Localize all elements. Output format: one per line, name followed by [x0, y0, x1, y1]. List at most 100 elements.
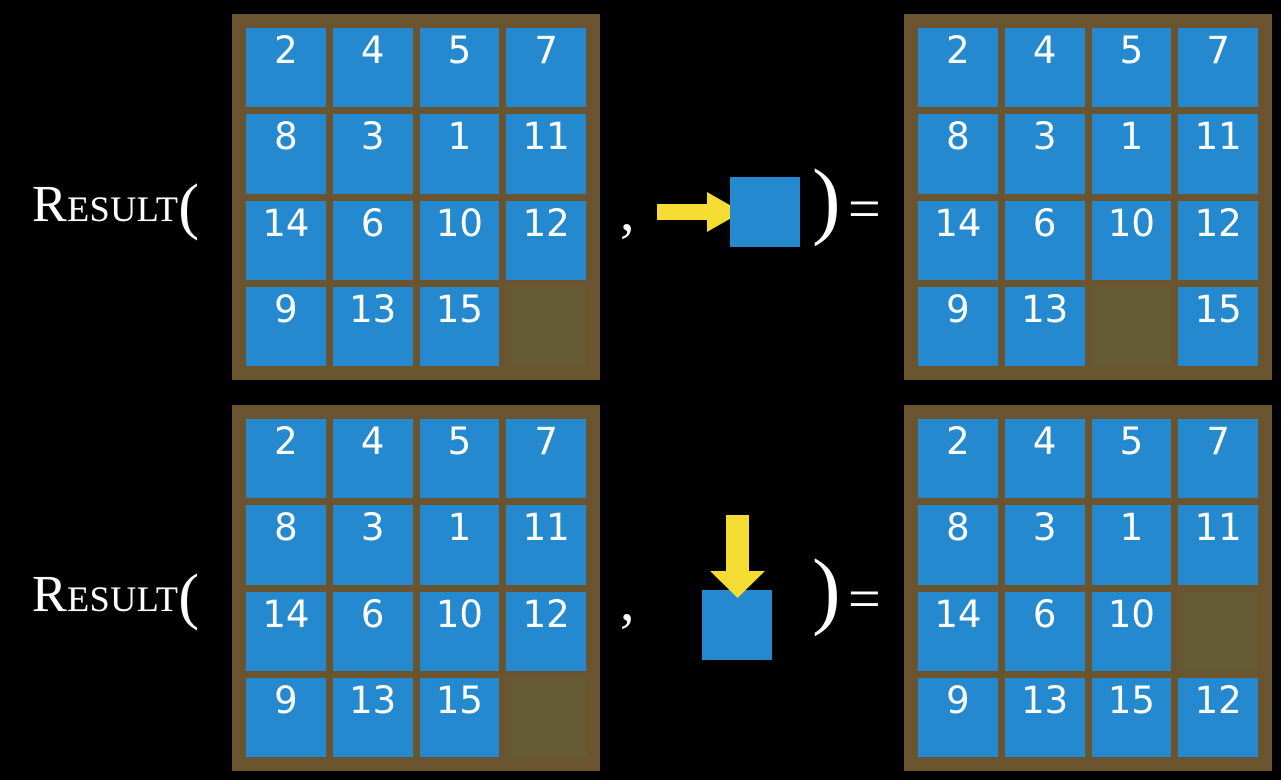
tile-number: 12 — [1194, 201, 1242, 245]
tile-cell[interactable]: 5 — [419, 28, 500, 108]
tile-number: 13 — [1021, 287, 1069, 331]
tile-cell[interactable]: 2 — [918, 419, 998, 499]
tile-cell[interactable]: 11 — [1178, 114, 1258, 194]
tile-cell[interactable]: 3 — [332, 114, 413, 194]
tile-cell[interactable]: 9 — [246, 677, 326, 757]
tile-cell[interactable]: 2 — [246, 28, 326, 108]
tile-cell[interactable]: 8 — [246, 114, 326, 194]
tile-cell[interactable]: 6 — [332, 200, 413, 280]
tile-number: 10 — [435, 592, 483, 636]
tile-number: 5 — [447, 29, 472, 72]
tile-cell[interactable]: 14 — [246, 591, 326, 671]
tile-cell[interactable]: 3 — [1004, 505, 1085, 585]
empty-cell — [506, 286, 586, 366]
tile-number: 6 — [1032, 592, 1057, 636]
result-word-top: Result — [32, 176, 179, 233]
result-word-bottom: Result — [32, 566, 179, 623]
tile-cell[interactable]: 7 — [506, 28, 586, 108]
tile-cell[interactable]: 1 — [419, 114, 500, 194]
result-label-bottom: Result( — [32, 566, 200, 628]
close-paren-bottom: ) — [812, 541, 841, 637]
tile-number: 15 — [1194, 287, 1242, 331]
tile-cell[interactable]: 13 — [332, 286, 413, 366]
tile-cell[interactable]: 12 — [506, 200, 586, 280]
tile-cell[interactable]: 10 — [1091, 200, 1172, 280]
tile-cell[interactable]: 11 — [1178, 505, 1258, 585]
tile-cell[interactable]: 1 — [419, 505, 500, 585]
tile-cell[interactable]: 5 — [1091, 28, 1172, 108]
result-open-paren-bottom: ( — [178, 563, 200, 631]
tile-cell[interactable]: 5 — [419, 419, 500, 499]
tile-number: 1 — [447, 506, 472, 550]
equals-sign-top: = — [848, 176, 881, 241]
tile-cell[interactable]: 3 — [1004, 114, 1085, 194]
comma-separator-bottom: , — [620, 568, 635, 633]
tile-number: 7 — [534, 420, 558, 463]
tile-cell[interactable]: 7 — [1178, 419, 1258, 499]
arrow-right-icon — [657, 192, 742, 232]
tile-cell[interactable]: 11 — [506, 505, 586, 585]
tile-number: 1 — [1119, 506, 1144, 550]
tile-number: 8 — [946, 115, 970, 159]
result-label-top: Result( — [32, 176, 200, 238]
tile-cell[interactable]: 12 — [1178, 677, 1258, 757]
tile-number: 5 — [447, 420, 472, 463]
tile-cell[interactable]: 5 — [1091, 419, 1172, 499]
tile-cell[interactable]: 1 — [1091, 505, 1172, 585]
tile-number: 15 — [435, 287, 483, 331]
comma-separator-top: , — [620, 178, 635, 243]
tile-cell[interactable]: 15 — [419, 286, 500, 366]
tile-cell[interactable]: 10 — [419, 591, 500, 671]
tile-cell[interactable]: 3 — [332, 505, 413, 585]
tile-number: 3 — [1032, 115, 1057, 159]
tile-cell[interactable]: 14 — [918, 591, 998, 671]
tile-cell[interactable]: 8 — [246, 505, 326, 585]
tile-cell[interactable]: 10 — [419, 200, 500, 280]
tile-cell[interactable]: 6 — [1004, 200, 1085, 280]
tile-number: 1 — [447, 115, 472, 159]
tile-number: 2 — [946, 29, 970, 72]
tile-number: 15 — [1107, 678, 1155, 722]
tile-cell[interactable]: 13 — [1004, 677, 1085, 757]
tile-cell[interactable]: 7 — [506, 419, 586, 499]
tile-cell[interactable]: 2 — [246, 419, 326, 499]
tile-cell[interactable]: 14 — [918, 200, 998, 280]
tile-number: 1 — [1119, 115, 1144, 159]
tile-cell[interactable]: 13 — [332, 677, 413, 757]
tile-cell[interactable]: 10 — [1091, 591, 1172, 671]
tile-cell[interactable]: 11 — [506, 114, 586, 194]
close-paren-top: ) — [812, 151, 841, 247]
tile-cell[interactable]: 15 — [1178, 286, 1258, 366]
tile-cell[interactable]: 13 — [1004, 286, 1085, 366]
tile-number: 9 — [946, 287, 970, 331]
tile-number: 11 — [522, 115, 570, 159]
tile-cell[interactable]: 8 — [918, 505, 998, 585]
tile-cell[interactable]: 2 — [918, 28, 998, 108]
tile-cell[interactable]: 15 — [419, 677, 500, 757]
tile-cell[interactable]: 1 — [1091, 114, 1172, 194]
tile-cell[interactable]: 4 — [1004, 28, 1085, 108]
tile-cell[interactable]: 9 — [246, 286, 326, 366]
tile-cell[interactable]: 15 — [1091, 677, 1172, 757]
tile-cell[interactable]: 9 — [918, 677, 998, 757]
tile-cell[interactable]: 6 — [1004, 591, 1085, 671]
tile-number: 14 — [934, 201, 982, 245]
tile-number: 12 — [522, 201, 570, 245]
tile-cell[interactable]: 4 — [332, 28, 413, 108]
tile-cell[interactable]: 4 — [332, 419, 413, 499]
tile-number: 13 — [1021, 678, 1069, 722]
tile-number: 11 — [1194, 506, 1242, 550]
tile-number: 14 — [262, 201, 310, 245]
tile-cell[interactable]: 9 — [918, 286, 998, 366]
tile-cell[interactable]: 6 — [332, 591, 413, 671]
tile-cell[interactable]: 12 — [1178, 200, 1258, 280]
tile-cell[interactable]: 14 — [246, 200, 326, 280]
tile-cell[interactable]: 12 — [506, 591, 586, 671]
tile-cell[interactable]: 8 — [918, 114, 998, 194]
tile-cell[interactable]: 4 — [1004, 419, 1085, 499]
tile-cell[interactable]: 7 — [1178, 28, 1258, 108]
